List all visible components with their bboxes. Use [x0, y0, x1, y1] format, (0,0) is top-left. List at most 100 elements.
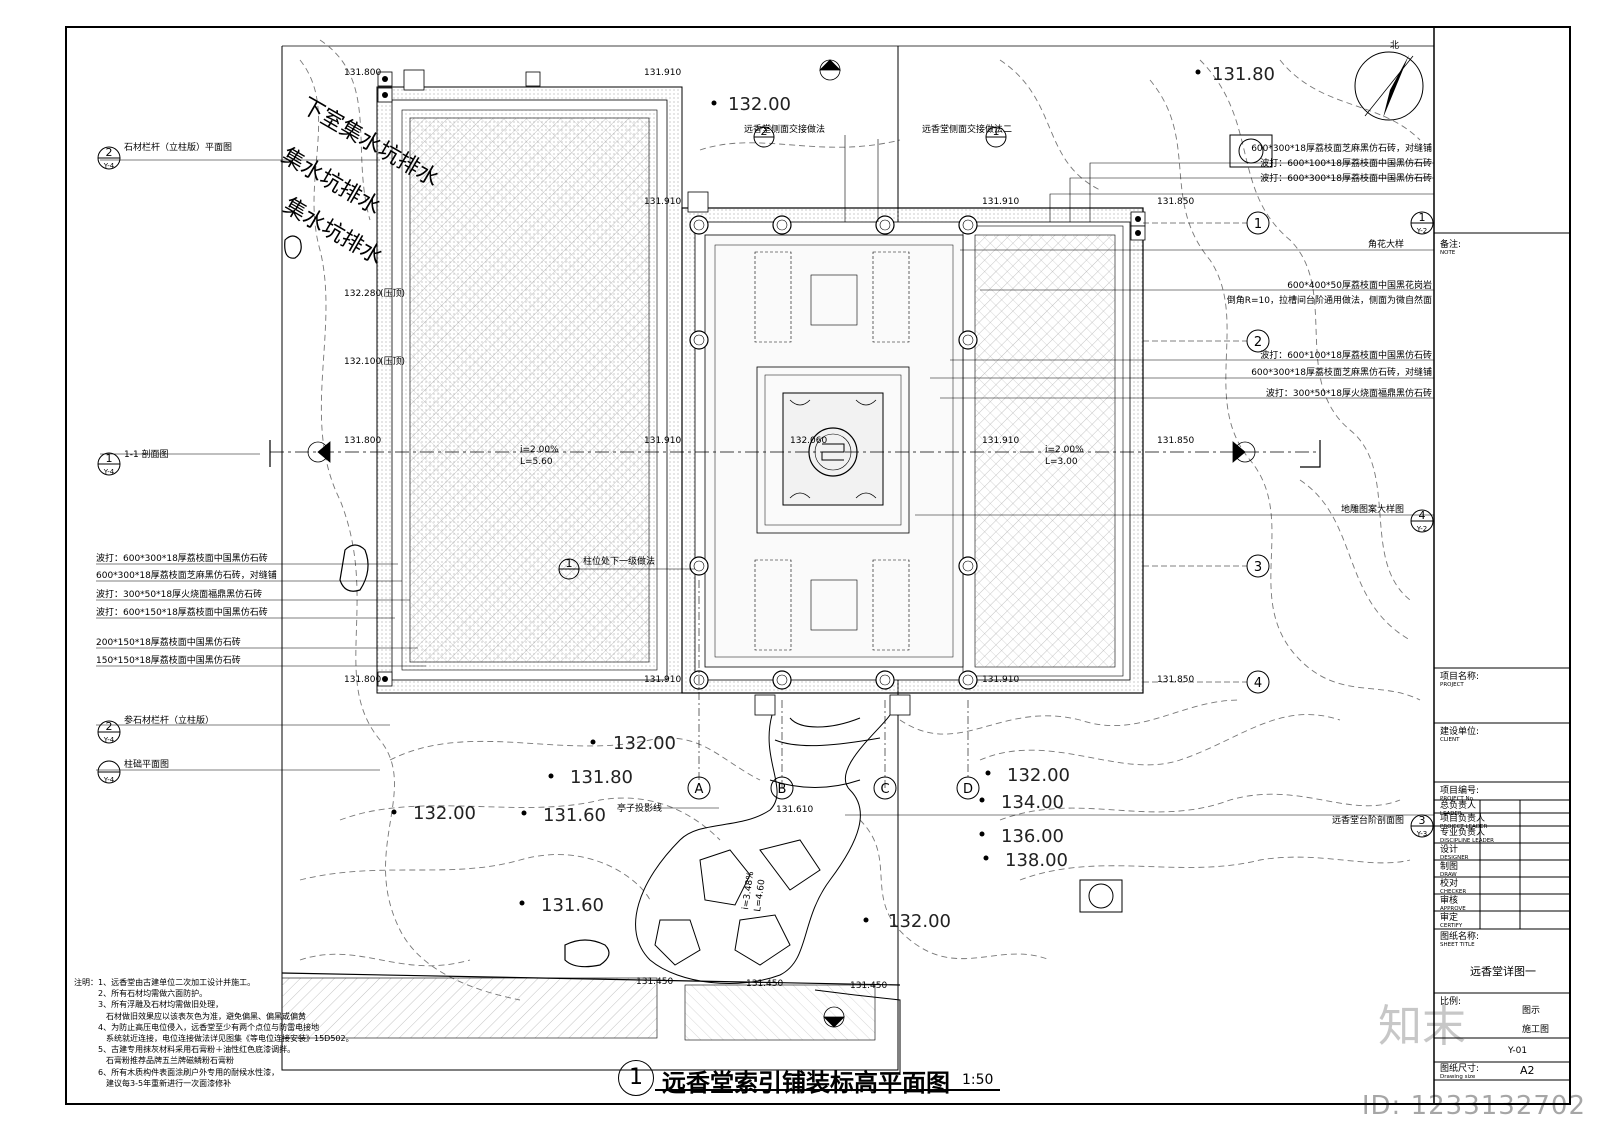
callout-num: 2 — [106, 146, 113, 159]
material-text: 波打：600*300*18厚荔枝面中国黑仿石砖 — [96, 552, 268, 564]
tb-sheet-title-en: SHEET TITLE — [1440, 942, 1475, 948]
contour-label: 132.00 — [888, 911, 951, 932]
elev-mr2: 131.850 — [1157, 436, 1194, 446]
contour-label: 131.80 — [1212, 64, 1275, 85]
contour-label: 138.00 — [1005, 850, 1068, 871]
axis-label-3: 3 — [1254, 560, 1262, 575]
note-line: 建议每3-5年重新进行一次面漆修补 — [106, 1078, 232, 1088]
watermark-logo: 知末 — [1378, 1001, 1466, 1052]
tb-sheet-title-zh: 图纸名称: — [1440, 932, 1480, 942]
elev-l2: 132.100 — [344, 357, 381, 367]
rock-symbols — [284, 235, 610, 968]
tb-client: 建设单位: CLIENT — [1440, 727, 1479, 743]
drawing-scale: 1:50 — [962, 1072, 994, 1088]
axis-label-1: 1 — [1254, 217, 1262, 232]
material-text: 600*400*50厚荔枝面中国黑花岗岩 — [1287, 279, 1432, 291]
tb-row-zh: 项目负责人 — [1440, 814, 1486, 824]
axis-bubbles — [687, 211, 1270, 800]
material-text: 波打：600*100*18厚荔枝面中国黑仿石砖 — [1260, 349, 1432, 361]
axis-label-a: A — [695, 782, 704, 797]
axis-label-4: 4 — [1254, 676, 1262, 691]
callout-num: 1 — [993, 125, 1000, 138]
elev-bm: 131.910 — [644, 675, 681, 685]
material-text: 波打：600*100*18厚荔枝面中国黑仿石砖 — [1260, 157, 1432, 169]
note-line: 6、所有木质构件表面涂刷户外专用的耐候水性漆， — [98, 1067, 280, 1077]
contour-label: 132.00 — [413, 803, 476, 824]
north-label: 北 — [1390, 40, 1399, 51]
callout-num: 4 — [1419, 509, 1426, 522]
callout-text: 参石材栏杆（立柱版） — [124, 714, 214, 726]
contour-label: 132.00 — [1007, 765, 1070, 786]
axis-label-b: B — [778, 782, 787, 797]
tb-note-en: NOTE — [1440, 250, 1456, 256]
axis-label-2: 2 — [1254, 335, 1262, 350]
tb-project-no-en: PROJECT No. — [1440, 796, 1475, 802]
callout-sheet: Y-4 — [103, 162, 115, 170]
material-text: 倒角R=10，拉槽间台阶通用做法，侧面为微自然面 — [1227, 294, 1432, 306]
detail-text: 远香堂台阶剖面图 — [1332, 814, 1404, 826]
slope-right-l: L=3.00 — [1045, 457, 1078, 467]
tb-size: 图纸尺寸: Drawing size — [1440, 1064, 1479, 1080]
tb-row-en: PROJECT LEADER — [1440, 824, 1488, 830]
callout-num: 1 — [566, 557, 573, 570]
tb-row-en: APPROVE — [1440, 906, 1466, 912]
tb-row-zh: 审核 — [1440, 896, 1459, 906]
tb-client-en: CLIENT — [1440, 737, 1460, 743]
elev-mm: 131.910 — [644, 436, 681, 446]
top-note: 远香堂侧面交接做法二 — [922, 123, 1012, 135]
tb-row-zh: 审定 — [1440, 913, 1459, 923]
material-text: 200*150*18厚荔枝面中国黑仿石砖 — [96, 636, 241, 648]
balustrade-posts — [377, 69, 1146, 716]
contour-label: 131.80 — [570, 767, 633, 788]
drawing-title: 远香堂索引铺装标高平面图 — [662, 1069, 950, 1097]
tb-project-no: 项目编号: PROJECT No. — [1440, 786, 1479, 802]
callout-bubbles — [97, 126, 1434, 838]
tb-sheet-title: 图纸名称: SHEET TITLE — [1440, 932, 1479, 948]
tb-sheet-no: Y-01 — [1508, 1046, 1528, 1056]
callout-num: 1 — [1419, 211, 1426, 224]
watermark-id: ID: 1233132702 — [1361, 1091, 1586, 1121]
elev-path: 131.610 — [776, 805, 813, 815]
contour-label: 132.00 — [728, 94, 791, 115]
contour-label: 131.60 — [541, 895, 604, 916]
pavilion-columns — [689, 215, 978, 690]
tb-row-zh: 总负责人 — [1440, 801, 1477, 811]
pavilion-platform — [681, 207, 1144, 694]
elev-c3: 131.850 — [1157, 197, 1194, 207]
elev-l1-note: (压顶) — [380, 288, 405, 299]
material-text: 波打：600*300*18厚荔枝面中国黑仿石砖 — [1260, 172, 1432, 184]
tb-project-no-zh: 项目编号: — [1440, 786, 1480, 796]
callout-sheet: Y-3 — [1416, 830, 1427, 838]
detail-text: 角花大样 — [1368, 238, 1404, 250]
elev-center: 132.060 — [790, 436, 827, 446]
slope-left-l: L=5.60 — [520, 457, 553, 467]
drain-symbols — [1079, 134, 1273, 913]
elev-c2: 131.910 — [982, 197, 1019, 207]
callout-num: 2 — [761, 125, 768, 138]
title-block — [1434, 232, 1570, 1081]
tb-note: 备注: NOTE — [1440, 240, 1461, 256]
note-line: 2、所有石材均需做六面防护。 — [98, 989, 208, 999]
elev-mr1: 131.910 — [982, 436, 1019, 446]
callout-text: 1-1 剖面图 — [124, 448, 169, 460]
callout-sheet: Y-2 — [1416, 525, 1427, 533]
contour-label: 134.00 — [1001, 792, 1064, 813]
material-text: 波打：300*50*18厚火烧面福鼎黑仿石砖 — [96, 588, 262, 600]
tb-scale-label: 比例: — [1440, 997, 1462, 1007]
material-text: 150*150*18厚荔枝面中国黑仿石砖 — [96, 654, 241, 666]
elev-bl: 131.800 — [344, 675, 381, 685]
callout-num: 2 — [106, 720, 113, 733]
tb-row-en: CERTIFY — [1440, 923, 1463, 929]
slope-path-l: L=4.60 — [753, 878, 767, 912]
material-text: 波打：300*50*18厚火烧面福鼎黑仿石砖 — [1266, 387, 1432, 399]
tb-stage: 施工图 — [1522, 1025, 1550, 1035]
contour-label: 131.60 — [543, 805, 606, 826]
